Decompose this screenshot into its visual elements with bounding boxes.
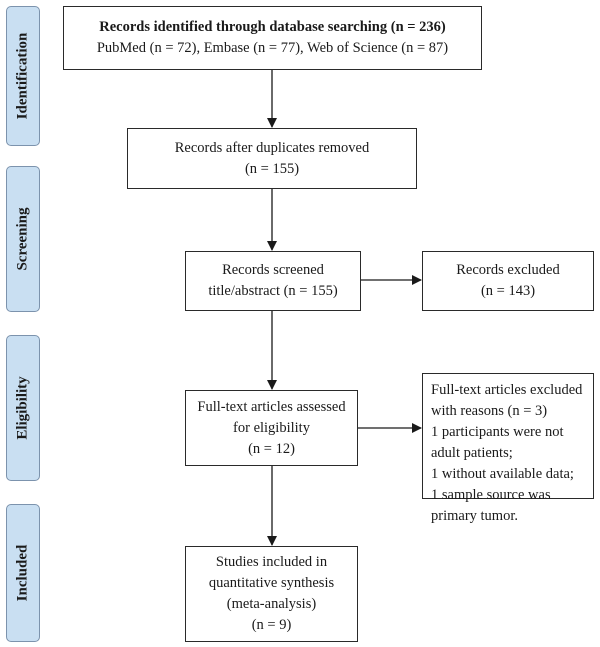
records-screened-count: title/abstract (n = 155) bbox=[208, 283, 338, 299]
studies-included-line3: (meta-analysis) bbox=[226, 596, 317, 612]
fulltext-assessed-line2: for eligibility bbox=[233, 419, 310, 436]
after-duplicates-label: Records after duplicates removed bbox=[174, 139, 370, 156]
studies-included-count: (n = 9) bbox=[251, 617, 292, 633]
records-identified-title: Records identified through database sear… bbox=[99, 19, 446, 35]
studies-included-line1: Studies included in bbox=[215, 554, 328, 570]
records-screened-label: Records screened bbox=[222, 262, 324, 278]
box-records-screened: Records screened title/abstract (n = 155… bbox=[185, 251, 361, 311]
fulltext-excluded-line: 1 sample source was bbox=[431, 487, 551, 503]
fulltext-excluded-line: primary tumor. bbox=[431, 508, 518, 524]
after-duplicates-count: (n = 155) bbox=[244, 160, 300, 177]
box-fulltext-excluded: Full-text articles excluded with reasons… bbox=[422, 373, 594, 524]
records-excluded-count: (n = 143) bbox=[480, 283, 536, 299]
records-excluded-label: Records excluded bbox=[456, 262, 560, 278]
fulltext-excluded-line: Full-text articles excluded bbox=[431, 382, 583, 398]
box-records-excluded: Records excluded (n = 143) bbox=[422, 251, 594, 311]
box-records-identified: Records identified through database sear… bbox=[63, 6, 482, 70]
fulltext-assessed-count: (n = 12) bbox=[248, 440, 295, 457]
box-fulltext-assessed: Full-text articles assessed for eligibil… bbox=[185, 390, 358, 466]
records-identified-sources: PubMed (n = 72), Embase (n = 77), Web of… bbox=[96, 40, 449, 56]
fulltext-excluded-line: adult patients; bbox=[431, 445, 513, 461]
studies-included-line2: quantitative synthesis bbox=[208, 575, 335, 591]
stage-identification: Identification bbox=[6, 6, 40, 146]
fulltext-assessed-line1: Full-text articles assessed bbox=[197, 398, 346, 415]
fulltext-excluded-line: 1 without available data; bbox=[431, 466, 574, 482]
fulltext-excluded-line: with reasons (n = 3) bbox=[431, 403, 548, 419]
stage-eligibility: Eligibility bbox=[6, 335, 40, 481]
stage-included: Included bbox=[6, 504, 40, 642]
fulltext-excluded-line: 1 participants were not bbox=[431, 424, 564, 440]
box-after-duplicates: Records after duplicates removed (n = 15… bbox=[127, 128, 417, 189]
box-studies-included: Studies included in quantitative synthes… bbox=[185, 546, 358, 642]
stage-screening: Screening bbox=[6, 166, 40, 312]
